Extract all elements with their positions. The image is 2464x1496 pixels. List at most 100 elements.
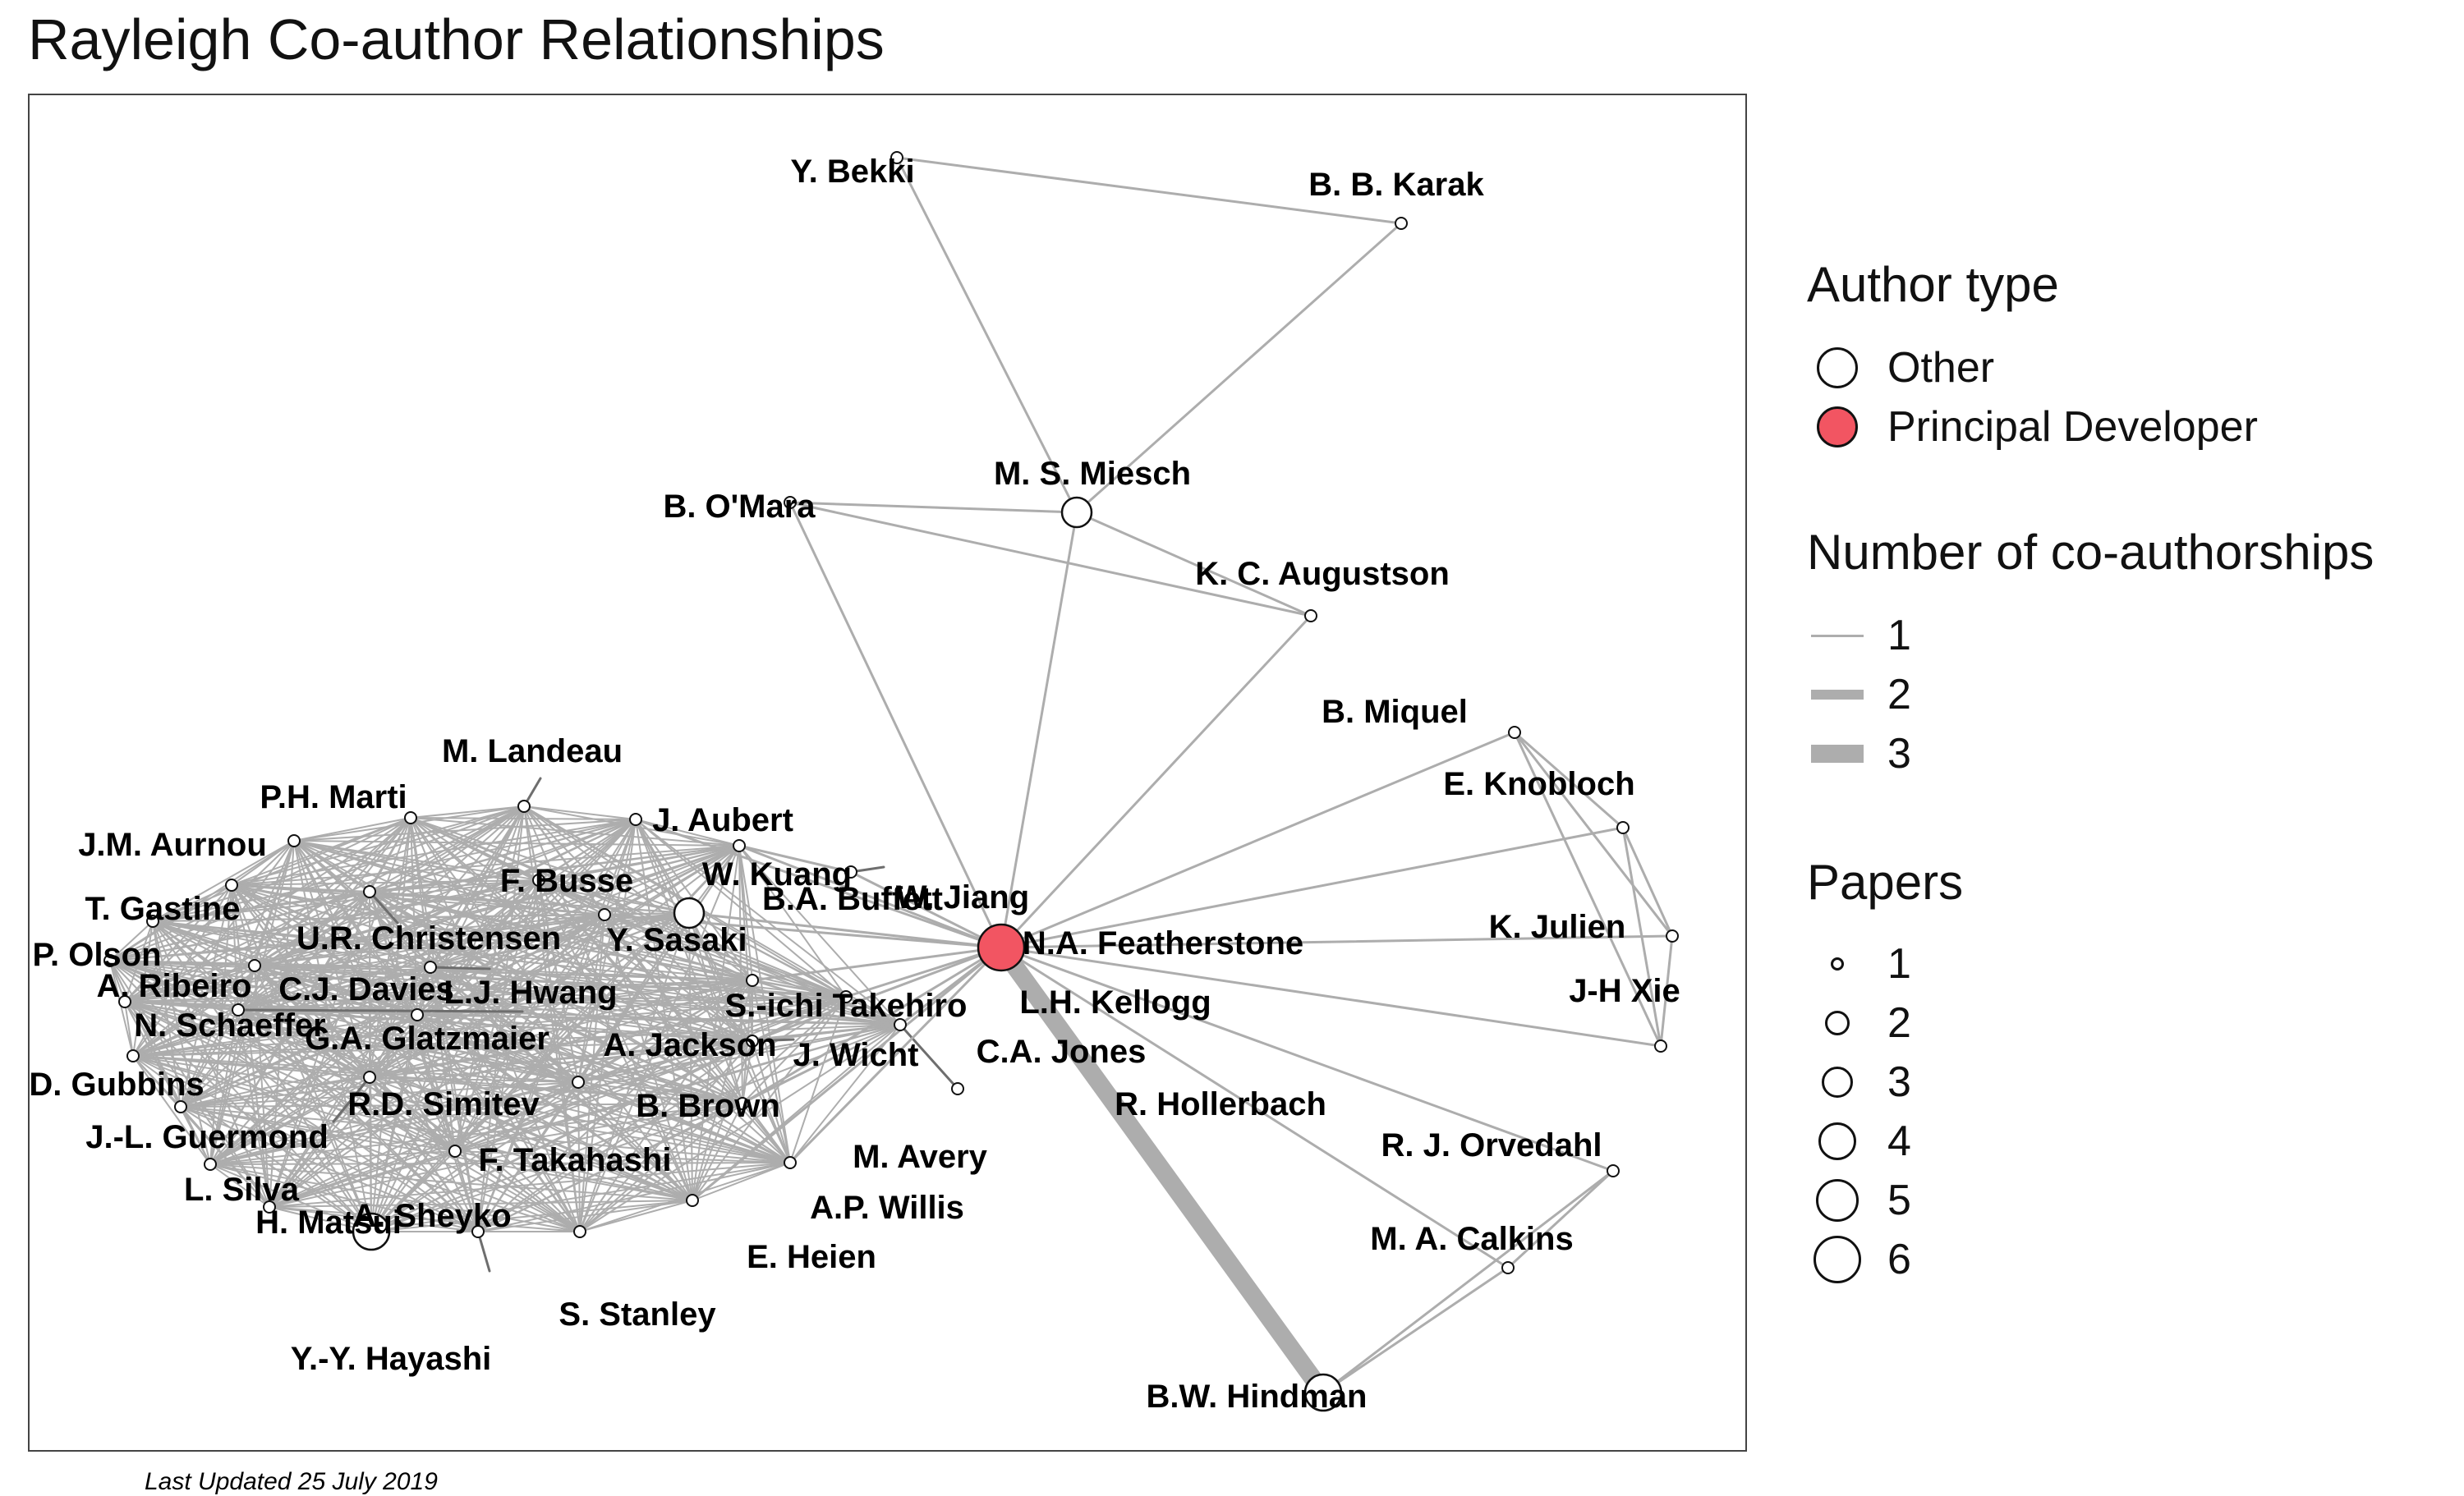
node-buffett[interactable] bbox=[673, 897, 706, 929]
node-kuang[interactable] bbox=[733, 839, 746, 852]
node-label-heien: E. Heien bbox=[747, 1239, 876, 1275]
cluster-edge bbox=[209, 912, 690, 1165]
node-julien[interactable] bbox=[1666, 929, 1679, 943]
cluster-edge bbox=[579, 912, 690, 1232]
node-jones[interactable] bbox=[894, 1018, 907, 1031]
legend-papers-6-circle bbox=[1814, 1236, 1861, 1283]
cluster-edge bbox=[209, 1103, 743, 1165]
cluster-edge bbox=[152, 840, 295, 922]
node-karak[interactable] bbox=[1395, 217, 1408, 230]
cluster-edge bbox=[209, 891, 370, 1165]
edge-miquel-feather bbox=[1000, 731, 1516, 949]
node-takehiro[interactable] bbox=[746, 974, 759, 987]
cluster-edge bbox=[416, 1014, 743, 1104]
node-augustson[interactable] bbox=[1304, 609, 1317, 622]
node-sasaki[interactable] bbox=[598, 908, 611, 921]
node-kellogg[interactable] bbox=[839, 990, 853, 1003]
node-avery[interactable] bbox=[736, 1097, 749, 1110]
node-stanley[interactable] bbox=[573, 1225, 586, 1238]
cluster-edge bbox=[454, 1150, 791, 1163]
node-davies[interactable] bbox=[248, 959, 261, 972]
cluster-edge bbox=[293, 840, 540, 881]
cluster-edge bbox=[180, 1076, 370, 1108]
node-aurnou[interactable] bbox=[287, 834, 301, 847]
node-gubbins[interactable] bbox=[126, 1049, 140, 1062]
node-bekki[interactable] bbox=[890, 151, 903, 164]
node-xie[interactable] bbox=[1654, 1039, 1667, 1053]
node-label-hollerbach: R. Hollerbach bbox=[1115, 1086, 1326, 1122]
cluster-edge bbox=[124, 1001, 791, 1163]
node-label-knobloch: E. Knobloch bbox=[1443, 766, 1634, 802]
legend-principal-swatch bbox=[1817, 406, 1858, 447]
node-landeau[interactable] bbox=[517, 800, 531, 813]
node-calkins[interactable] bbox=[1501, 1261, 1515, 1274]
node-schaeffer[interactable] bbox=[118, 995, 131, 1008]
edge-miesch-feather bbox=[1000, 511, 1078, 949]
cluster-edge bbox=[416, 1014, 901, 1026]
node-omara[interactable] bbox=[784, 496, 797, 509]
cluster-edge bbox=[604, 914, 791, 1163]
edge-aubert-feather bbox=[634, 818, 1003, 949]
cluster-edge bbox=[370, 1024, 901, 1232]
node-hollerbach[interactable] bbox=[951, 1082, 964, 1095]
leader-line-glatzmaier bbox=[237, 1008, 524, 1013]
cluster-edge bbox=[152, 920, 255, 966]
legend-papers-3-label: 3 bbox=[1887, 1058, 1911, 1106]
leader-line-hwang bbox=[429, 966, 491, 971]
node-feather[interactable] bbox=[977, 923, 1026, 972]
cluster-edge bbox=[152, 884, 232, 922]
edge-hindman-calkins bbox=[1322, 1266, 1510, 1394]
cluster-edge bbox=[369, 891, 605, 915]
edge-karak-miesch bbox=[1075, 222, 1403, 514]
node-guermond[interactable] bbox=[174, 1100, 187, 1113]
node-hayashi[interactable] bbox=[471, 1225, 485, 1238]
node-label-landeau: M. Landeau bbox=[442, 733, 623, 769]
cluster-edge bbox=[293, 819, 637, 842]
cluster-edge bbox=[269, 1081, 579, 1208]
node-label-feather: N.A. Featherstone bbox=[1023, 925, 1303, 961]
cluster-edge bbox=[410, 805, 525, 819]
cluster-edge bbox=[237, 1009, 372, 1232]
node-simitev[interactable] bbox=[363, 1071, 376, 1084]
node-takahashi[interactable] bbox=[448, 1145, 462, 1158]
node-matsui[interactable] bbox=[352, 1212, 391, 1251]
node-willis[interactable] bbox=[784, 1156, 797, 1169]
edge-julien-xie bbox=[1659, 934, 1674, 1048]
node-wicht[interactable] bbox=[746, 1035, 759, 1048]
cluster-edge bbox=[209, 879, 540, 1165]
node-gastine[interactable] bbox=[225, 879, 238, 892]
node-jackson[interactable] bbox=[411, 1008, 424, 1021]
edge-willis-feather bbox=[788, 946, 1003, 1164]
node-busse[interactable] bbox=[532, 874, 545, 887]
node-ribeiro[interactable] bbox=[103, 954, 117, 967]
edge-hindman-feather bbox=[992, 938, 1332, 1402]
cluster-edge bbox=[109, 960, 579, 1083]
chart-title: Rayleigh Co-author Relationships bbox=[28, 7, 885, 71]
node-knobloch[interactable] bbox=[1616, 821, 1630, 834]
cluster-edge bbox=[269, 1040, 753, 1208]
cluster-edge bbox=[538, 879, 690, 914]
legend: Author type Other Principal Developer Nu… bbox=[1807, 0, 2464, 1478]
node-glatzmaier[interactable] bbox=[232, 1003, 245, 1016]
node-orvedahl[interactable] bbox=[1607, 1164, 1620, 1177]
node-christensen[interactable] bbox=[363, 885, 376, 898]
cluster-edge bbox=[209, 1163, 693, 1201]
node-miquel[interactable] bbox=[1508, 726, 1521, 739]
node-aubert[interactable] bbox=[629, 813, 642, 826]
node-brown[interactable] bbox=[572, 1076, 585, 1089]
node-heien[interactable] bbox=[686, 1194, 699, 1207]
node-sheyko[interactable] bbox=[263, 1200, 276, 1214]
edge-sasaki-feather bbox=[603, 913, 1003, 949]
node-hwang[interactable] bbox=[424, 961, 437, 974]
node-marti[interactable] bbox=[404, 811, 417, 824]
node-jiang[interactable] bbox=[844, 865, 857, 879]
node-hindman[interactable] bbox=[1303, 1373, 1343, 1412]
cluster-edge bbox=[370, 1081, 579, 1232]
cluster-edge bbox=[180, 1106, 693, 1201]
cluster-edge bbox=[269, 996, 847, 1208]
node-silva[interactable] bbox=[204, 1158, 217, 1171]
node-miesch[interactable] bbox=[1060, 496, 1093, 529]
node-olson[interactable] bbox=[146, 915, 159, 928]
edge-knobloch-xie bbox=[1621, 826, 1662, 1048]
